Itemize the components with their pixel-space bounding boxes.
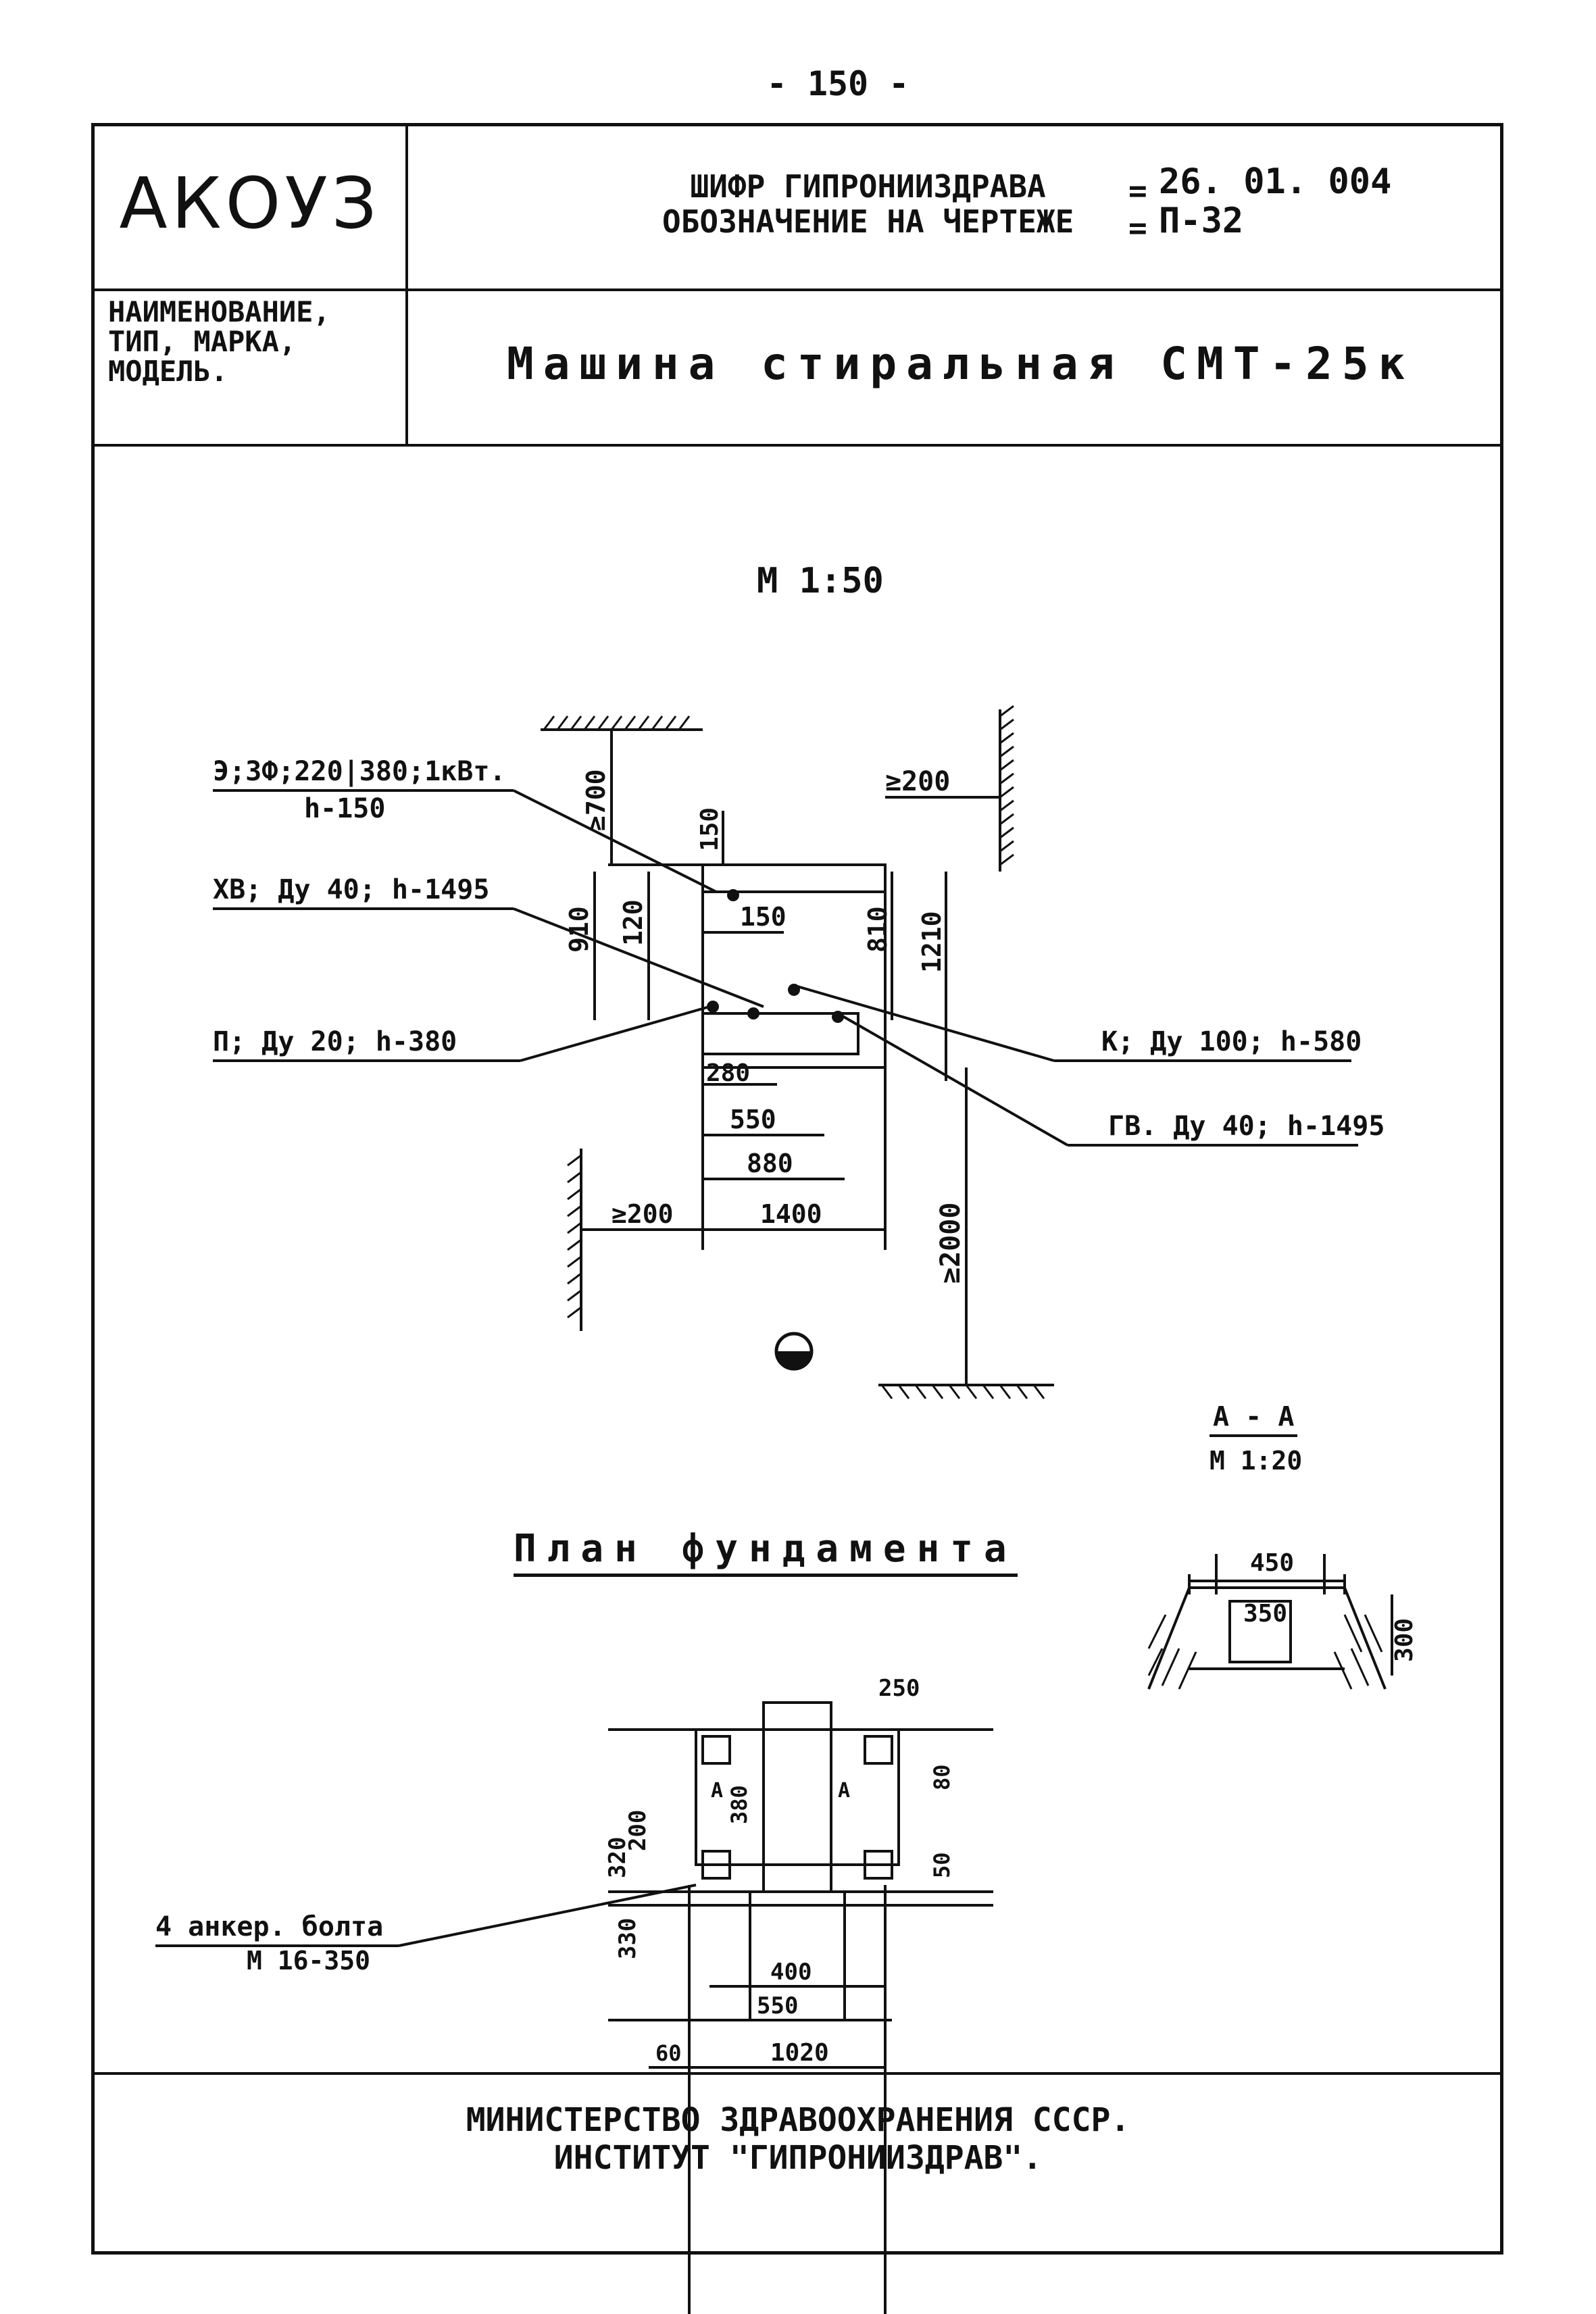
callout-cold-water: ХВ; Ду 40; h-1495 bbox=[213, 874, 489, 905]
section-hatching bbox=[1147, 1614, 1383, 1690]
section-scale: М 1:20 bbox=[1210, 1446, 1302, 1476]
found-dim-80: 80 bbox=[929, 1764, 955, 1790]
dim-1210: 1210 bbox=[917, 911, 947, 973]
dim-wall-right: ≥200 bbox=[885, 766, 950, 797]
dim-wall-left: ≥200 bbox=[612, 1199, 674, 1229]
machine-outline bbox=[701, 863, 887, 1069]
found-dim-250: 250 bbox=[878, 1675, 920, 1702]
cipher-labels: ШИФР ГИПРОНИИЗДРАВА ОБОЗНАЧЕНИЕ НА ЧЕРТЕ… bbox=[662, 169, 1074, 239]
organization-logo: АКОУЗ bbox=[119, 162, 381, 245]
foundation-title: План фундамента bbox=[514, 1527, 1018, 1577]
found-dim-550: 550 bbox=[757, 1992, 798, 2019]
callout-hot-water: ГВ. Ду 40; h-1495 bbox=[1108, 1111, 1385, 1142]
foundation-drawing bbox=[155, 1701, 993, 2314]
section-dim-inner: 350 bbox=[1243, 1600, 1287, 1628]
cipher-dashes: == bbox=[1128, 172, 1147, 246]
callout-electric-height: h-150 bbox=[304, 793, 385, 824]
dim-120: 120 bbox=[618, 899, 648, 946]
footer-line-2: ИНСТИТУТ "ГИПРОНИИЗДРАВ". bbox=[553, 2139, 1043, 2177]
bolt-spec: М 16-350 bbox=[247, 1946, 370, 1976]
dim-150: 150 bbox=[740, 902, 787, 932]
dim-880: 880 bbox=[747, 1149, 793, 1178]
cipher-label: ШИФР ГИПРОНИИЗДРАВА bbox=[690, 168, 1046, 205]
found-dim-400: 400 bbox=[770, 1959, 812, 1986]
section-label: А - А bbox=[1213, 1401, 1294, 1432]
dim-wall-bottom: ≥2000 bbox=[935, 1203, 966, 1284]
dim-1400: 1400 bbox=[760, 1199, 822, 1229]
found-dim-1020: 1020 bbox=[770, 2039, 829, 2067]
designation-value: П-32 bbox=[1159, 201, 1244, 241]
found-marker-a-right: А bbox=[838, 1779, 850, 1803]
footer-line-1: МИНИСТЕРСТВО ЗДРАВООХРАНЕНИЯ СССР. bbox=[466, 2101, 1130, 2139]
dim-280: 280 bbox=[706, 1059, 750, 1087]
bolt-label: 4 анкер. болта bbox=[155, 1911, 383, 1942]
equipment-name: Машина стиральная СМТ-25к bbox=[507, 338, 1415, 390]
plan-scale: М 1:50 bbox=[757, 561, 884, 601]
found-dim-50: 50 bbox=[929, 1852, 955, 1878]
cipher-value: 26. 01. 004 bbox=[1159, 161, 1392, 202]
drawing-frame bbox=[91, 123, 1503, 2255]
section-dim-top: 450 bbox=[1250, 1549, 1294, 1577]
dim-810: 810 bbox=[863, 906, 893, 953]
title-block-divider-1 bbox=[95, 288, 1500, 291]
found-dim-320: 320 bbox=[604, 1837, 631, 1878]
page-number: - 150 - bbox=[766, 64, 909, 103]
dim-910: 910 bbox=[564, 906, 594, 953]
found-dim-330: 330 bbox=[614, 1918, 641, 1959]
title-block-vertical bbox=[405, 126, 408, 444]
title-block-divider-2 bbox=[95, 444, 1500, 447]
footer-institution: МИНИСТЕРСТВО ЗДРАВООХРАНЕНИЯ СССР. ИНСТИ… bbox=[0, 2101, 1596, 2177]
designation-label: ОБОЗНАЧЕНИЕ НА ЧЕРТЕЖЕ bbox=[662, 203, 1074, 240]
dim-150-top: 150 bbox=[696, 807, 724, 851]
section-drawing bbox=[1147, 1554, 1393, 1690]
found-dim-60: 60 bbox=[655, 2040, 682, 2066]
dim-wall-top: ≥700 bbox=[581, 769, 611, 831]
found-marker-a-left: А bbox=[711, 1779, 723, 1803]
callout-sewer: К; Ду 100; h-580 bbox=[1101, 1026, 1362, 1057]
found-dim-380: 380 bbox=[726, 1785, 752, 1824]
footer-divider bbox=[95, 2072, 1500, 2075]
dim-550: 550 bbox=[730, 1105, 776, 1134]
section-dim-height: 300 bbox=[1391, 1618, 1418, 1662]
name-label: НАИМЕНОВАНИЕ, ТИП, МАРКА, МОДЕЛЬ. bbox=[108, 295, 330, 388]
cipher-values: 26. 01. 004 П-32 bbox=[1159, 162, 1391, 241]
callout-electric: Э;3Ф;220|380;1кВт. bbox=[213, 756, 505, 788]
found-dim-200: 200 bbox=[624, 1810, 651, 1851]
callout-steam: П; Ду 20; h-380 bbox=[213, 1026, 457, 1057]
